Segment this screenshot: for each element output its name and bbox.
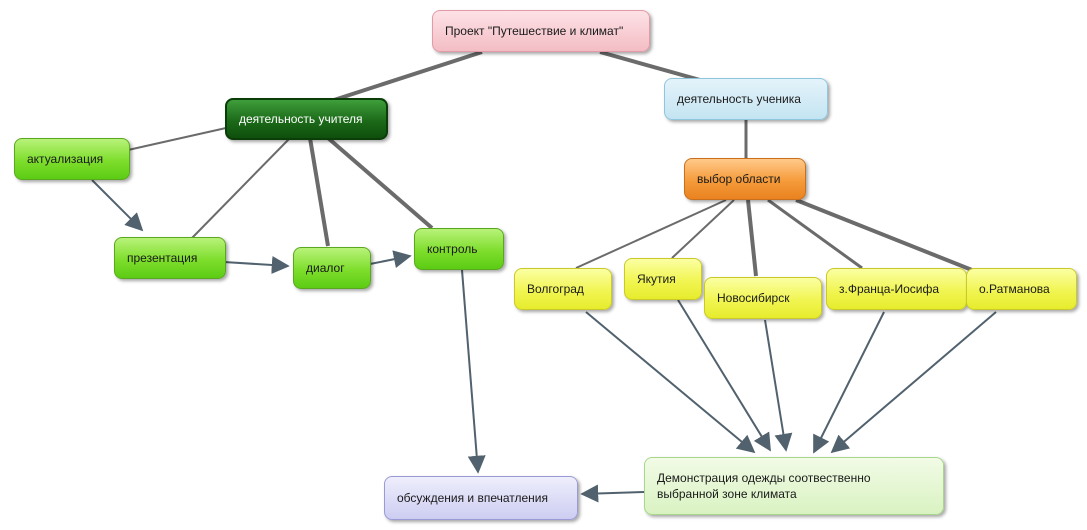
node-actualization-label: актуализация [27, 152, 104, 166]
node-dialog-label: диалог [306, 261, 345, 275]
node-demonstration-label: Демонстрация одежды соотвественно выбран… [657, 471, 871, 501]
node-ratmanov-label: о.Ратманова [979, 282, 1050, 296]
arrow-dialog-control [369, 250, 412, 269]
node-area-choice-label: выбор области [697, 172, 781, 186]
node-novosibirsk-label: Новосибирск [717, 291, 790, 305]
link-teacher-dialog [308, 137, 330, 247]
arrow-ratmanov-demo [830, 311, 997, 454]
arrow-control-discussion [461, 269, 486, 474]
node-area-choice[interactable]: выбор области [684, 158, 806, 200]
node-yakutia[interactable]: Якутия [624, 258, 702, 300]
node-franz-josef[interactable]: з.Франца-Иосифа [826, 268, 967, 310]
node-yakutia-label: Якутия [637, 272, 676, 286]
node-presentation[interactable]: презентация [114, 237, 226, 279]
link-choice-volgograd [575, 199, 727, 269]
node-discussion[interactable]: обсуждения и впечатления [384, 476, 578, 520]
arrow-franz-demo [813, 311, 885, 454]
link-project-student [599, 50, 701, 82]
node-volgograd[interactable]: Волгоград [514, 268, 612, 310]
arrow-yakutia-demo [677, 299, 771, 452]
arrow-novosibirsk-demo [764, 319, 793, 452]
node-franz-josef-label: з.Франца-Иосифа [839, 282, 940, 296]
link-choice-novosibirsk [746, 199, 758, 277]
node-volgograd-label: Волгоград [527, 282, 584, 296]
node-teacher-activity-label: деятельность учителя [239, 112, 363, 126]
link-teacher-presentation [191, 137, 291, 239]
link-choice-ratmanov [795, 198, 973, 272]
arrow-presentation-dialog [223, 256, 290, 274]
node-control[interactable]: контроль [414, 228, 504, 270]
node-actualization[interactable]: актуализация [14, 138, 130, 180]
arrow-demo-discussion [580, 484, 645, 503]
link-choice-yakutia [671, 199, 735, 259]
node-discussion-label: обсуждения и впечатления [397, 491, 548, 505]
arrow-volgograd-demo [585, 311, 756, 454]
node-novosibirsk[interactable]: Новосибирск [704, 277, 822, 319]
node-project-label: Проект "Путешествие и климат" [445, 24, 624, 38]
node-dialog[interactable]: диалог [293, 247, 371, 289]
link-teacher-control [326, 136, 434, 230]
link-project-teacher [333, 50, 483, 102]
node-project[interactable]: Проект "Путешествие и климат" [432, 10, 650, 52]
arrow-actualization-presentation [91, 179, 144, 232]
node-presentation-label: презентация [127, 251, 198, 265]
node-student-activity[interactable]: деятельность ученика [664, 78, 828, 120]
node-control-label: контроль [427, 242, 478, 256]
node-demonstration[interactable]: Демонстрация одежды соотвественно выбран… [644, 457, 944, 515]
link-choice-franz [767, 198, 863, 270]
node-student-activity-label: деятельность ученика [677, 92, 801, 106]
link-teacher-actualization [127, 127, 227, 151]
node-teacher-activity[interactable]: деятельность учителя [225, 98, 388, 140]
node-ratmanov[interactable]: о.Ратманова [966, 268, 1077, 310]
